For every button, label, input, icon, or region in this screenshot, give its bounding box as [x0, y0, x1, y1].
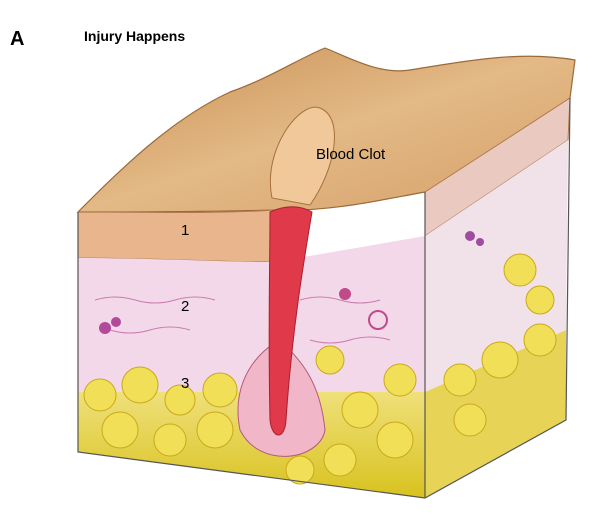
epidermis-layer [78, 210, 275, 262]
layer-3-label: 3 [181, 375, 189, 392]
layer-2-label: 2 [181, 298, 189, 315]
layer-1-label: 1 [181, 222, 189, 239]
blood-clot-label: Blood Clot [316, 146, 385, 163]
